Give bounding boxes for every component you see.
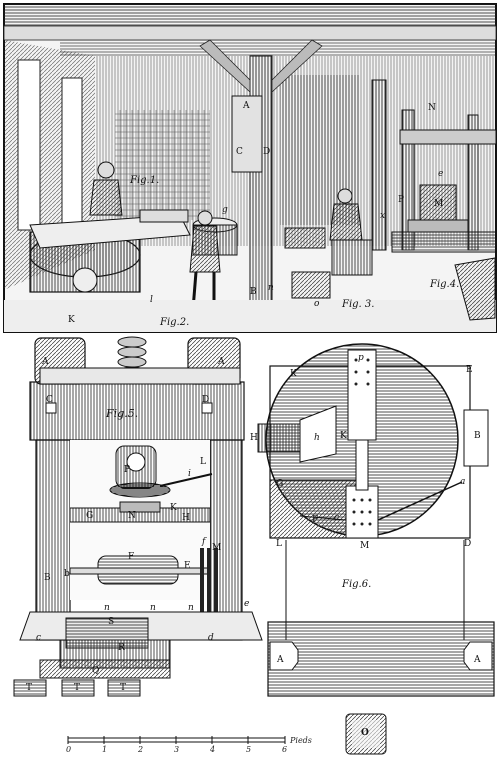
key-letter: b <box>64 569 70 579</box>
key-letter: E <box>466 365 473 375</box>
key-letter: C <box>236 147 243 157</box>
scale-tick: 1 <box>102 745 108 754</box>
key-letter: K <box>290 369 297 379</box>
key-letter: P <box>398 195 405 205</box>
key-letter: a <box>460 477 466 487</box>
key-letter: E <box>184 561 191 571</box>
key-letter: K <box>68 315 75 325</box>
key-letter: e <box>244 599 250 609</box>
key-letter: A <box>42 357 49 367</box>
key-letter: D <box>263 147 271 157</box>
key-letter: g <box>222 205 228 215</box>
key-letter: P <box>124 465 131 475</box>
key-letter: R <box>118 643 125 653</box>
key-letter: n <box>150 603 156 613</box>
key-letter: c <box>36 633 42 643</box>
key-letter: F <box>312 515 319 525</box>
plan-diagram <box>257 343 495 697</box>
key-letter: H <box>250 433 258 443</box>
key-letter: N <box>428 103 436 113</box>
key-letter: K <box>170 503 177 513</box>
scale-tick: 0 <box>66 745 72 754</box>
key-letter: M <box>360 541 370 551</box>
key-letter: n <box>188 603 194 613</box>
key-letter: x <box>380 211 386 221</box>
key-letter: C <box>46 395 53 405</box>
key-letter: N <box>128 511 136 521</box>
block-o <box>345 713 387 755</box>
scale-tick: 2 <box>138 745 144 754</box>
key-letter: n <box>268 283 274 293</box>
key-letter: A <box>218 357 225 367</box>
scale-unit: Pieds <box>290 736 312 745</box>
key-letter: A <box>243 101 250 111</box>
press-diagram <box>13 336 263 697</box>
fig1-caption: Fig.1. <box>130 175 160 186</box>
key-letter: L <box>276 539 282 549</box>
key-letter: F <box>128 552 135 562</box>
scale-tick: 3 <box>174 745 180 754</box>
key-letter: i <box>188 469 191 479</box>
key-letter: M <box>212 543 222 553</box>
key-letter: o <box>314 299 320 309</box>
key-letter: h <box>314 433 320 443</box>
key-letter: e <box>438 169 444 179</box>
key-letter: G <box>276 479 284 489</box>
key-letter: T <box>120 683 127 693</box>
fig6-caption: Fig.6. <box>342 579 372 590</box>
key-letter: c <box>334 513 340 523</box>
key-letter: T <box>74 683 81 693</box>
scale-tick: 5 <box>246 745 252 754</box>
key-letter: n <box>104 603 110 613</box>
workshop-scene <box>3 3 497 333</box>
scale-tick: 4 <box>210 745 216 754</box>
key-letter: S <box>108 617 115 627</box>
key-letter: D <box>464 539 472 549</box>
key-letter: B <box>474 431 481 441</box>
key-letter: M <box>434 199 444 209</box>
key-letter: G <box>86 511 94 521</box>
key-letter: A <box>474 655 481 665</box>
key-letter: K <box>340 431 347 441</box>
key-letter: B <box>250 287 257 297</box>
fig4-caption: Fig.4. <box>430 279 460 290</box>
scale-tick: 6 <box>282 745 288 754</box>
key-letter: L <box>200 457 206 467</box>
key-letter: A <box>277 655 284 665</box>
key-letter: p <box>358 353 364 363</box>
key-letter: Q <box>92 666 100 676</box>
key-letter: H <box>182 513 190 523</box>
key-letter: D <box>202 395 210 405</box>
fig2-caption: Fig.2. <box>160 317 190 328</box>
fig5-caption: Fig.5. <box>106 407 139 420</box>
key-letter: l <box>150 295 153 305</box>
scale-bar <box>67 736 286 744</box>
block-o-letter: O <box>361 728 369 738</box>
fig3-caption: Fig. 3. <box>342 299 375 310</box>
key-letter: B <box>44 573 51 583</box>
key-letter: d <box>208 633 214 643</box>
key-letter: f <box>202 537 206 547</box>
key-letter: T <box>26 683 33 693</box>
